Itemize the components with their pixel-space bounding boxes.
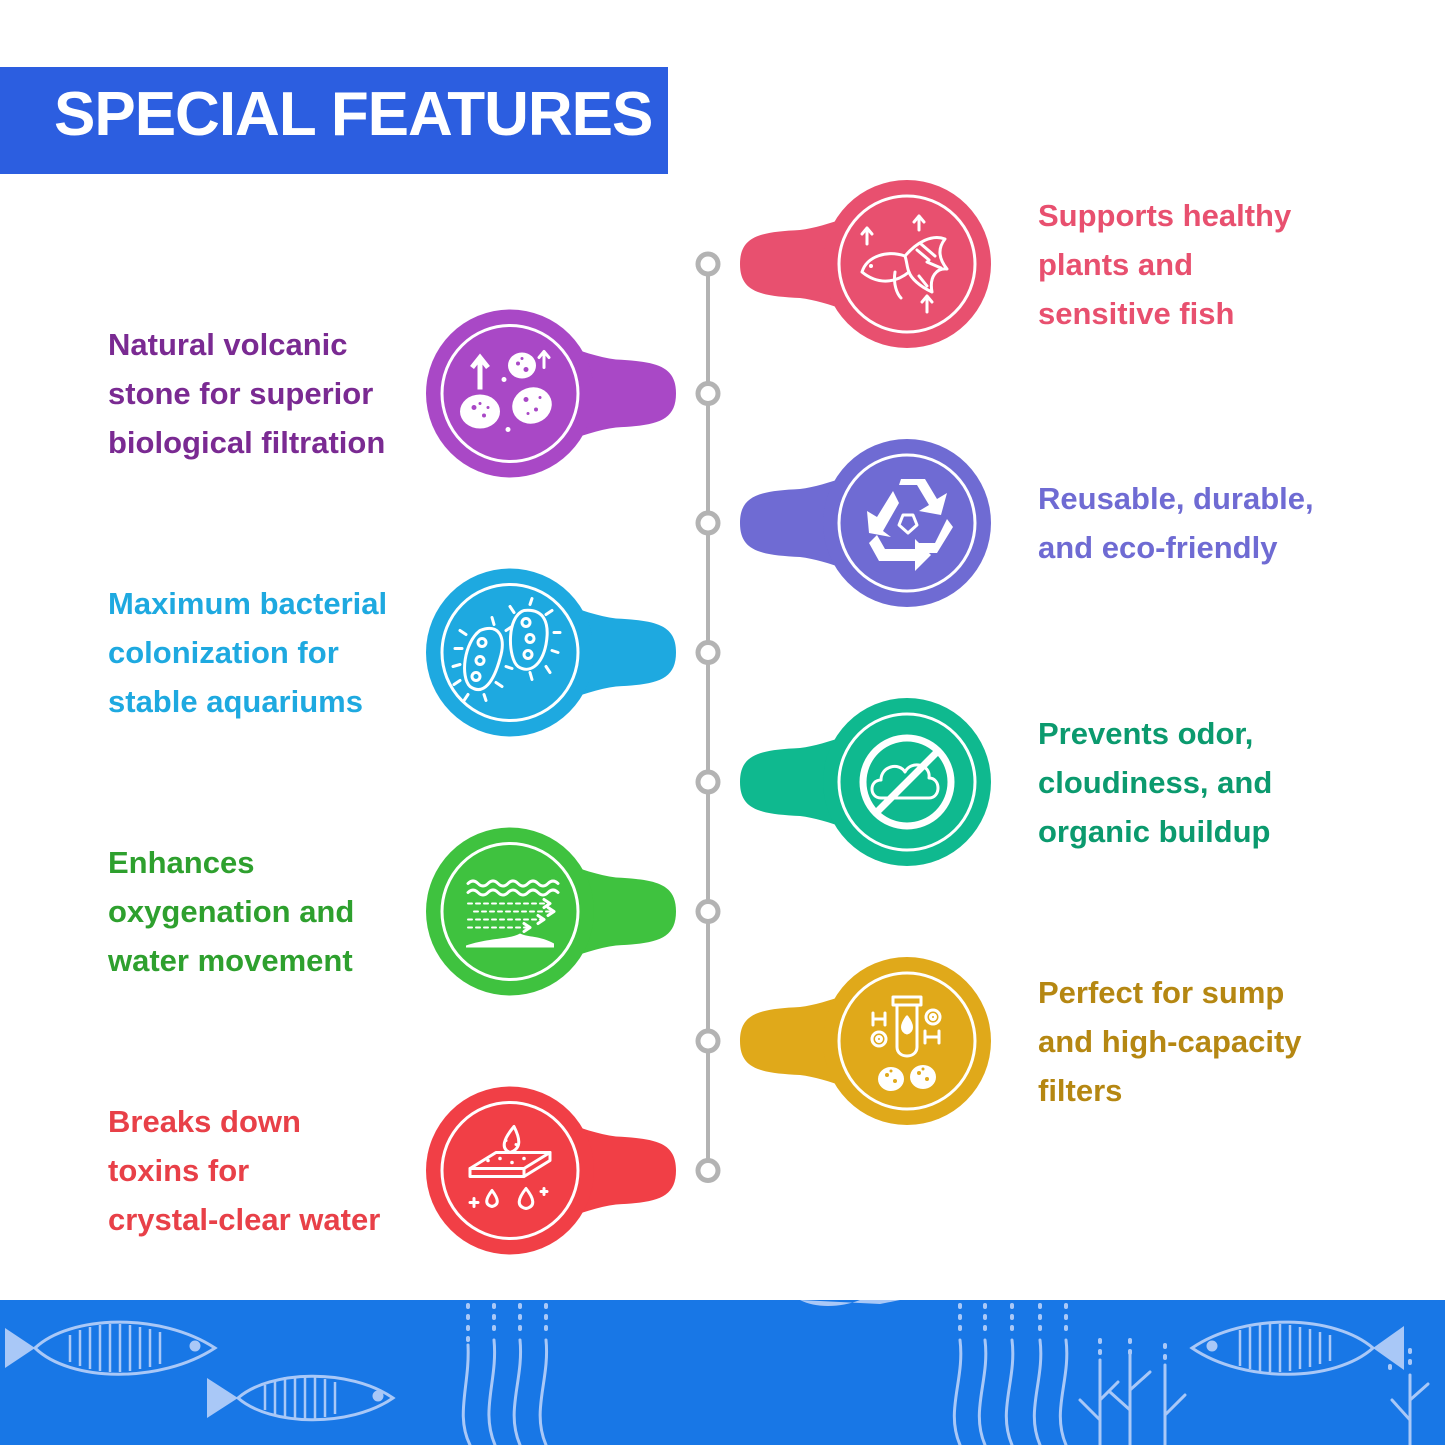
feature-badge (740, 957, 991, 1125)
feature-line: crystal-clear water (108, 1202, 381, 1237)
feature-line: Supports healthy (1038, 197, 1292, 233)
feature-description: Natural volcanic stone for superior biolog… (108, 320, 385, 467)
feature-line: Natural volcanic (108, 327, 348, 362)
feature-description: Perfect for sump and high-capacity filters (1038, 968, 1302, 1115)
timeline-node (695, 251, 721, 277)
feature-badge (740, 439, 991, 607)
feature-badge (426, 1086, 676, 1255)
badge-ring (440, 324, 580, 463)
badge-ring (837, 453, 977, 593)
feature-badge (426, 309, 676, 478)
water-flow-icon (466, 879, 560, 948)
fish-icon (1189, 1320, 1404, 1376)
feature-badge (426, 827, 676, 996)
fish-icon (5, 1320, 218, 1376)
feature-line: cloudiness, and (1038, 764, 1273, 800)
betta-fish-icon (860, 214, 949, 314)
feature-description: Supports healthy plants and sensitive fish (1038, 191, 1291, 338)
recycle-icon (867, 479, 953, 571)
feature-line: toxins for (108, 1153, 250, 1188)
seaweed-icon (461, 1303, 549, 1445)
feature-line: Reusable, durable, (1038, 481, 1314, 516)
feature-line: Breaks down (108, 1104, 301, 1139)
feature-description: Reusable, durable, and eco-friendly (1038, 474, 1314, 572)
feature-description: Enhances oxygenation and water movement (108, 838, 354, 985)
badge-ring (837, 971, 977, 1111)
badge-ring (837, 712, 977, 852)
feature-line: water movement (108, 943, 353, 978)
bacteria-icon (451, 597, 562, 702)
badge-ring (440, 842, 580, 981)
footer-decoration (0, 1300, 1445, 1445)
coral-plant-icon (1078, 1338, 1430, 1445)
feature-timeline (426, 180, 991, 1255)
feature-badge (426, 568, 676, 737)
feature-line: Perfect for sump (1038, 974, 1285, 1010)
feature-line: oxygenation and (108, 894, 355, 929)
feature-line: and eco-friendly (1038, 530, 1278, 565)
fish-icon (207, 1374, 396, 1422)
feature-description: Prevents odor, cloudiness, and organic bui… (1038, 709, 1272, 856)
badge-circle (426, 1086, 594, 1255)
seaweed-icon (952, 1303, 1069, 1445)
feature-line: filters (1038, 1072, 1123, 1108)
feature-line: Enhances (108, 845, 255, 880)
feature-line: sensitive fish (1038, 295, 1235, 331)
no-cloud-icon (859, 734, 955, 830)
feature-line: biological filtration (108, 425, 386, 460)
feature-line: organic buildup (1038, 813, 1271, 849)
timeline-node (695, 1158, 721, 1183)
timeline-node (695, 381, 721, 406)
timeline-node (695, 769, 721, 795)
badge-ring (837, 194, 977, 334)
feature-line: stone for superior (108, 376, 374, 411)
volcanic-stones-icon (460, 350, 552, 432)
feature-line: and high-capacity (1038, 1023, 1302, 1059)
badge-ring (440, 583, 580, 722)
feature-line: stable aquariums (108, 684, 363, 719)
timeline-node (695, 899, 721, 924)
feature-badge (740, 698, 991, 866)
feature-line: plants and (1038, 246, 1194, 282)
feature-line: Maximum bacterial (108, 586, 388, 621)
timeline-node (695, 640, 721, 665)
badge-circle (823, 439, 991, 607)
badge-circle (426, 309, 594, 478)
feature-description: Breaks down toxins for crystal-clear water (108, 1097, 380, 1244)
sump-filter-icon (870, 995, 942, 1091)
toxin-filter-icon (468, 1125, 552, 1210)
badge-circle (823, 957, 991, 1125)
fish-silhouette-icon (800, 1300, 900, 1306)
feature-line: Prevents odor, (1038, 715, 1254, 751)
badge-ring (440, 1101, 580, 1240)
timeline-node (695, 1028, 721, 1054)
feature-badge (740, 180, 991, 348)
feature-line: colonization for (108, 635, 339, 670)
timeline-node (695, 510, 721, 536)
title-banner (0, 67, 668, 174)
page-title: SPECIAL FEATURES (54, 80, 653, 149)
feature-description: Maximum bacterial colonization for stable … (108, 579, 387, 726)
badge-circle (426, 568, 594, 737)
